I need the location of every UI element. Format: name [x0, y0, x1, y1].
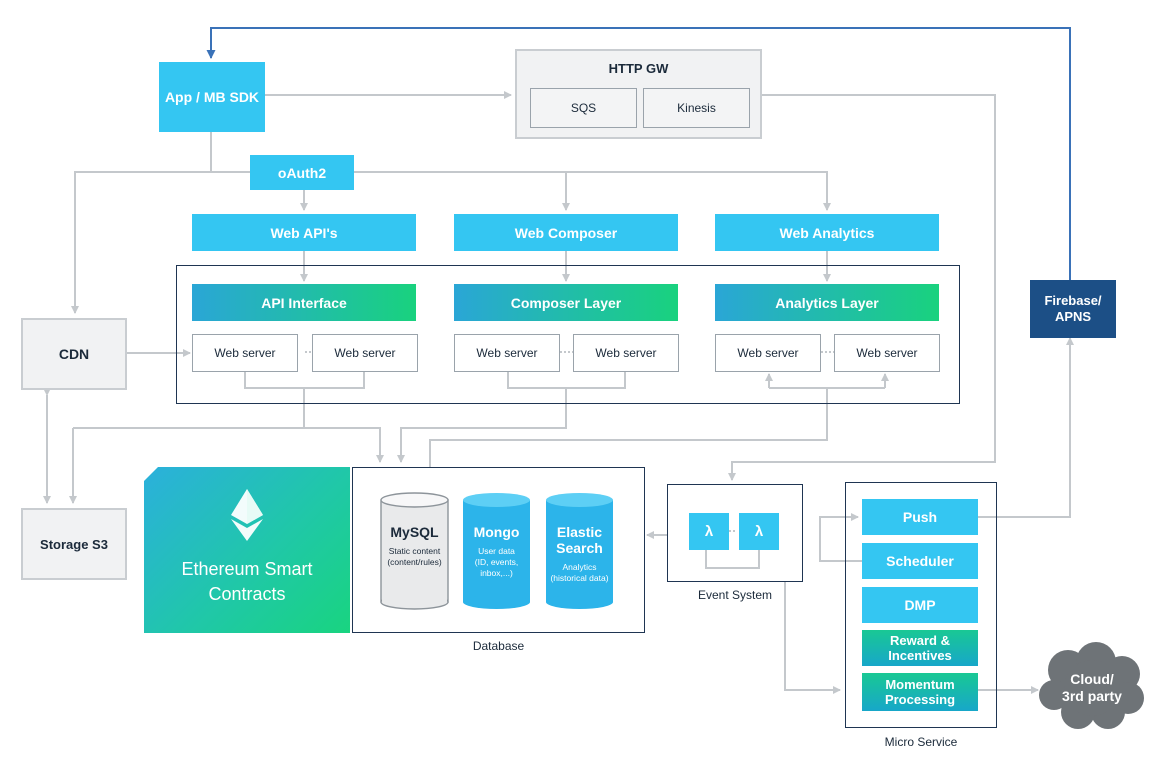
- api-interface-label: API Interface: [261, 294, 347, 311]
- app-sdk-label: App / MB SDK: [164, 89, 260, 105]
- momentum-processing-service: Momentum Processing: [862, 673, 978, 711]
- storage-s3-label: Storage S3: [40, 536, 108, 552]
- micro-service-caption: Micro Service: [884, 735, 958, 749]
- http-gw-node: HTTP GW SQS Kinesis: [515, 49, 762, 139]
- database-cylinder-icon: [463, 493, 530, 609]
- analytics-layer-label: Analytics Layer: [775, 294, 879, 311]
- cloud-icon: [1039, 642, 1144, 729]
- web-analytics-label: Web Analytics: [779, 224, 875, 241]
- web-apis-node: Web API's: [192, 214, 416, 251]
- micro-service-frame: [845, 482, 997, 728]
- web-server-box: Web server: [192, 334, 298, 372]
- api-interface-node: API Interface: [192, 284, 416, 321]
- web-tier-cluster: [176, 265, 960, 404]
- lambda-box: λ: [739, 513, 779, 550]
- ethereum-contracts-node: Ethereum Smart Contracts: [144, 467, 350, 633]
- lambda-icon: λ: [754, 523, 764, 540]
- database-cylinder-icon: [546, 493, 613, 609]
- web-server-box: Web server: [715, 334, 821, 372]
- analytics-layer-node: Analytics Layer: [715, 284, 939, 321]
- http-gw-label: HTTP GW: [608, 60, 669, 76]
- database-caption: Database: [472, 639, 525, 653]
- momentum-processing-label: Momentum Processing: [884, 677, 956, 707]
- web-server-box: Web server: [312, 334, 418, 372]
- sqs-box: SQS: [530, 88, 637, 128]
- cdn-label: CDN: [58, 346, 90, 362]
- composer-layer-label: Composer Layer: [510, 294, 622, 311]
- db-title: Mongo: [473, 524, 520, 540]
- event-system-frame: [667, 484, 803, 582]
- db-title: Elastic Search: [556, 524, 603, 556]
- firebase-apns-label: Firebase/ APNS: [1044, 293, 1102, 324]
- db-subtitle: Static content (content/rules): [387, 546, 442, 567]
- elastic-search-db: Elastic Search Analytics (historical dat…: [545, 492, 614, 610]
- firebase-apns-node: Firebase/ APNS: [1030, 280, 1116, 338]
- db-subtitle: Analytics (historical data): [550, 562, 609, 583]
- web-apis-label: Web API's: [270, 224, 338, 241]
- cloud-label: Cloud/ 3rd party: [1062, 671, 1122, 704]
- database-cylinder-icon: [380, 492, 449, 610]
- storage-s3-node: Storage S3: [21, 508, 127, 580]
- push-service: Push: [862, 499, 978, 535]
- web-server-box: Web server: [573, 334, 679, 372]
- ethereum-label: Ethereum Smart Contracts: [181, 559, 313, 604]
- web-server-box: Web server: [834, 334, 940, 372]
- oauth2-label: oAuth2: [277, 164, 327, 181]
- reward-incentives-label: Reward & Incentives: [888, 633, 952, 663]
- scheduler-service: Scheduler: [862, 543, 978, 579]
- mongo-db: Mongo User data (ID, events, inbox,...): [462, 492, 531, 610]
- kinesis-box: Kinesis: [643, 88, 750, 128]
- event-system-caption: Event System: [697, 588, 773, 602]
- composer-layer-node: Composer Layer: [454, 284, 678, 321]
- web-composer-node: Web Composer: [454, 214, 678, 251]
- cdn-node: CDN: [21, 318, 127, 390]
- lambda-box: λ: [689, 513, 729, 550]
- db-subtitle: User data (ID, events, inbox,...): [474, 546, 519, 578]
- reward-incentives-service: Reward & Incentives: [862, 630, 978, 666]
- lambda-icon: λ: [704, 523, 714, 540]
- ethereum-icon: [231, 489, 263, 541]
- database-frame: [352, 467, 645, 633]
- db-title: MySQL: [390, 524, 439, 540]
- oauth2-node: oAuth2: [250, 155, 354, 190]
- scheduler-label: Scheduler: [886, 553, 954, 569]
- web-server-box: Web server: [454, 334, 560, 372]
- push-label: Push: [902, 509, 938, 525]
- dmp-service: DMP: [862, 587, 978, 623]
- app-sdk-node: App / MB SDK: [159, 62, 265, 132]
- dmp-label: DMP: [904, 597, 936, 613]
- web-composer-label: Web Composer: [514, 224, 618, 241]
- web-analytics-node: Web Analytics: [715, 214, 939, 251]
- mysql-db: MySQL Static content (content/rules): [380, 492, 449, 610]
